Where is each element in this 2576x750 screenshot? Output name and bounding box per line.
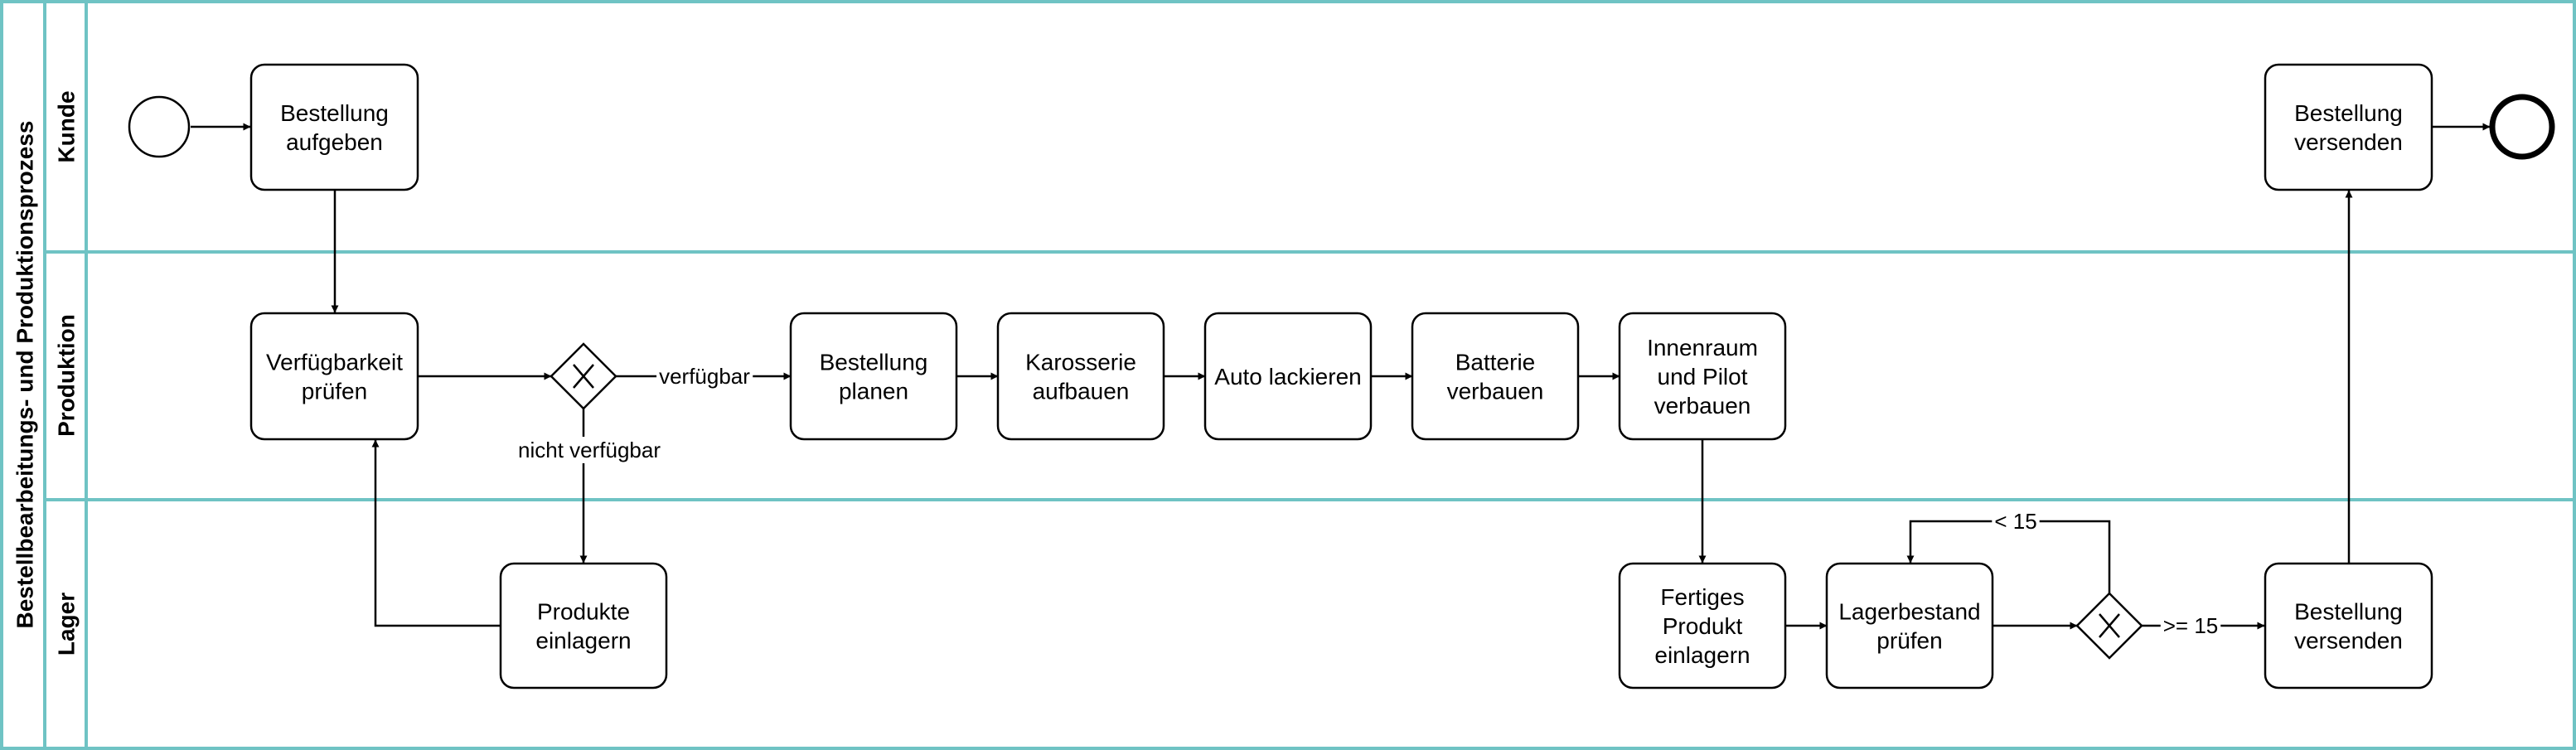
task-box — [499, 562, 668, 690]
task-label-line: Batterie — [1455, 350, 1536, 375]
edge-label-verfuegbar: verfügbar — [659, 364, 750, 389]
task-bestellung-planen[interactable]: Bestellung planen — [789, 312, 958, 441]
task-box — [789, 312, 958, 441]
task-label-line: aufgeben — [286, 129, 383, 155]
task-box — [2264, 63, 2433, 191]
task-box — [249, 63, 419, 191]
task-box — [1203, 312, 1373, 441]
task-label: Batterie verbauen — [1447, 350, 1544, 404]
task-box — [1825, 562, 1994, 690]
task-batterie-verbauen[interactable]: Batterie verbauen — [1411, 312, 1580, 441]
task-label-line: Verfügbarkeit — [266, 350, 403, 375]
lane-title-kunde: Kunde — [54, 90, 80, 162]
task-label-line: und Pilot — [1658, 364, 1748, 390]
task-verfuegbarkeit-pruefen[interactable]: Verfügbarkeit prüfen — [249, 312, 419, 441]
task-box — [1411, 312, 1580, 441]
task-box — [1618, 312, 1787, 441]
task-auto-lackieren[interactable]: Auto lackieren — [1203, 312, 1373, 441]
lane-title-produktion: Produktion — [54, 314, 80, 437]
task-label-line: versenden — [2294, 129, 2403, 155]
task-label-line: planen — [839, 379, 908, 404]
task-label-line: Produkte — [537, 599, 630, 625]
edge-label-background — [516, 437, 664, 463]
task-produkte-einlagern[interactable]: Produkte einlagern — [499, 562, 668, 690]
task-label-line: einlagern — [535, 628, 631, 654]
task-bestellung-versenden-kunde[interactable]: Bestellung versenden — [2264, 63, 2433, 191]
exclusive-x-icon — [573, 364, 594, 389]
edge-label-nicht-verfuegbar: nicht verfügbar — [518, 438, 661, 462]
task-label-line: prüfen — [302, 379, 367, 404]
task-label: Innenraum und Pilot verbauen — [1647, 335, 1758, 419]
task-label: Bestellung versenden — [2294, 599, 2403, 654]
task-label-line: Bestellung — [280, 100, 389, 126]
task-bestellung-versenden-lager[interactable]: Bestellung versenden — [2264, 562, 2433, 690]
task-bestellung-aufgeben[interactable]: Bestellung aufgeben — [249, 63, 419, 191]
task-label-line: Bestellung — [2294, 599, 2403, 625]
sequence-flows — [191, 123, 2491, 630]
edge-label-background — [656, 363, 753, 390]
gateway-verfuegbarkeit[interactable] — [550, 342, 617, 410]
end-event[interactable] — [2489, 94, 2555, 160]
start-event[interactable] — [128, 95, 191, 158]
edge-label-ge15: >= 15 — [2163, 613, 2219, 638]
task-label-line: Fertiges — [1660, 584, 1744, 610]
exclusive-x-icon — [2099, 613, 2120, 638]
task-label: Bestellung planen — [820, 350, 928, 404]
task-lagerbestand-pruefen[interactable]: Lagerbestand prüfen — [1825, 562, 1994, 690]
task-label-line: versenden — [2294, 628, 2403, 654]
lane-title-lager: Lager — [54, 593, 80, 656]
edge-labels: verfügbar nicht verfügbar < 15 >= 15 — [516, 363, 2221, 639]
task-label: Produkte einlagern — [535, 599, 631, 654]
task-label-line: Lagerbestand — [1838, 599, 1980, 625]
task-label: Karosserie aufbauen — [1025, 350, 1136, 404]
task-box — [249, 312, 419, 441]
task-label-line: verbauen — [1447, 379, 1544, 404]
task-box — [2264, 562, 2433, 690]
tasks: Bestellung aufgeben Bestellung versenden V… — [249, 63, 2433, 690]
task-label-line: aufbauen — [1033, 379, 1130, 404]
task-label-line: Bestellung — [2294, 100, 2403, 126]
task-label-line: Auto lackieren — [1214, 364, 1361, 390]
task-label: Lagerbestand prüfen — [1838, 599, 1980, 654]
task-label-line: prüfen — [1876, 628, 1942, 654]
edge-label-background — [1992, 508, 2040, 535]
task-innenraum-pilot-verbauen[interactable]: Innenraum und Pilot verbauen — [1618, 312, 1787, 441]
task-label: Verfügbarkeit prüfen — [266, 350, 403, 404]
task-box — [996, 312, 1165, 441]
flow-produkte-einlagern-to-verfuegbarkeit — [371, 439, 500, 627]
task-karosserie-aufbauen[interactable]: Karosserie aufbauen — [996, 312, 1165, 441]
task-label-line: Karosserie — [1025, 350, 1136, 375]
pool-title: Bestellbearbeitungs- und Produktionsproz… — [12, 121, 38, 629]
task-label-line: verbauen — [1654, 393, 1751, 419]
edge-label-background — [2160, 612, 2221, 639]
task-label: Bestellung aufgeben — [280, 100, 389, 155]
task-label-line: einlagern — [1654, 642, 1750, 668]
task-box — [1618, 562, 1787, 690]
edge-label-lt15: < 15 — [1994, 509, 2036, 534]
task-label-line: Bestellung — [820, 350, 928, 375]
task-label: Auto lackieren — [1214, 364, 1361, 390]
gateway-lagerbestand[interactable] — [2075, 592, 2143, 660]
events — [128, 94, 2555, 160]
task-label: Bestellung versenden — [2294, 100, 2403, 155]
gateways — [550, 342, 2143, 660]
task-label-line: Produkt — [1663, 613, 1743, 639]
task-label-line: Innenraum — [1647, 335, 1758, 360]
